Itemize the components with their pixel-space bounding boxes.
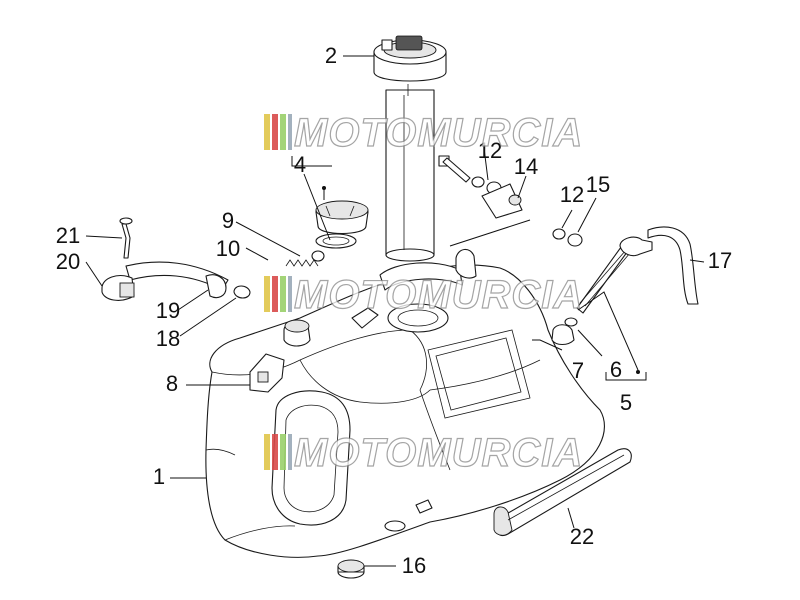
callout-19: 19 bbox=[156, 298, 180, 323]
fuel-tank bbox=[205, 262, 605, 558]
watermark-stripe bbox=[288, 114, 292, 150]
callout-labels: 2 4 5 6 7 8 9 10 12 12 14 15 16 17 18 19… bbox=[56, 43, 732, 578]
watermark-stripe bbox=[272, 434, 278, 470]
watermark-stripe bbox=[264, 434, 270, 470]
callout-16: 16 bbox=[402, 553, 426, 578]
callout-5: 5 bbox=[620, 390, 632, 415]
left-hose-assembly bbox=[101, 217, 251, 301]
watermark-stripe bbox=[280, 114, 286, 150]
callout-15: 15 bbox=[586, 172, 610, 197]
watermark-stripe bbox=[288, 434, 292, 470]
callout-4: 4 bbox=[294, 152, 306, 177]
callout-17: 17 bbox=[708, 248, 732, 273]
watermark-middle: MOTOMURCIA bbox=[264, 272, 583, 318]
watermark-bottom: MOTOMURCIA bbox=[264, 430, 583, 476]
tank-bracket bbox=[249, 353, 285, 393]
callout-12-left: 12 bbox=[478, 138, 502, 163]
watermark-text: MOTOMURCIA bbox=[294, 273, 583, 317]
edge-protection-trim bbox=[493, 448, 632, 537]
callout-1: 1 bbox=[153, 464, 165, 489]
watermark-stripe bbox=[280, 434, 286, 470]
watermark-stripe bbox=[264, 114, 270, 150]
callout-2: 2 bbox=[325, 43, 337, 68]
watermark-stripe bbox=[264, 276, 270, 312]
watermark-stripe bbox=[272, 276, 278, 312]
callout-8: 8 bbox=[166, 371, 178, 396]
watermark-text: MOTOMURCIA bbox=[294, 111, 583, 155]
rubber-grommet bbox=[337, 559, 365, 579]
callout-6: 6 bbox=[610, 357, 622, 382]
callout-10: 10 bbox=[216, 236, 240, 261]
callout-7: 7 bbox=[572, 358, 584, 383]
callout-20: 20 bbox=[56, 249, 80, 274]
callout-12-right: 12 bbox=[560, 182, 584, 207]
callout-21: 21 bbox=[56, 223, 80, 248]
filler-cap bbox=[315, 200, 369, 249]
callout-18: 18 bbox=[156, 326, 180, 351]
spring-valve bbox=[285, 250, 325, 267]
fuel-hose-right bbox=[647, 226, 699, 305]
fuel-sender-unit bbox=[373, 35, 447, 262]
callout-14: 14 bbox=[514, 154, 538, 179]
watermark-top: MOTOMURCIA bbox=[264, 110, 583, 156]
mounting-hardware bbox=[438, 155, 583, 279]
fuel-tap-filter bbox=[551, 236, 653, 346]
watermark-stripe bbox=[280, 276, 286, 312]
watermark-text: MOTOMURCIA bbox=[294, 431, 583, 475]
watermark-stripe bbox=[288, 276, 292, 312]
callout-9: 9 bbox=[222, 208, 234, 233]
watermark-stripe bbox=[272, 114, 278, 150]
leader-lines bbox=[85, 55, 705, 567]
callout-22: 22 bbox=[570, 524, 594, 549]
